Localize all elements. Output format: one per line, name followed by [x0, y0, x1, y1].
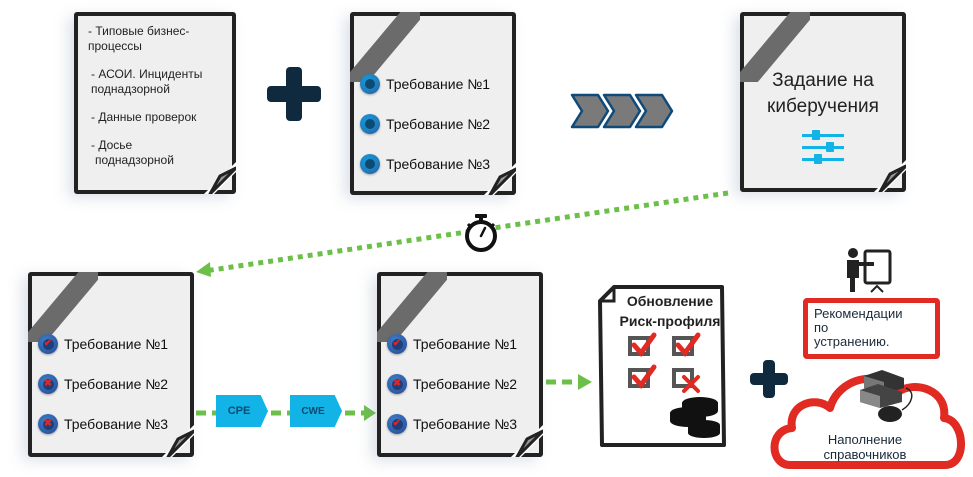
requirement-item: Требование №2 [360, 114, 490, 134]
cwe-stage: CWE [290, 395, 342, 427]
requirement-label: Требование №3 [386, 156, 491, 172]
check-box-icon [628, 332, 657, 358]
references-line: справочников [823, 447, 907, 462]
bullet-icon [360, 154, 380, 174]
recommendations-box: Рекомендации по устранению. [803, 298, 940, 359]
source-item-incidents: - АСОИ. Инциденты поднадзорной [88, 67, 202, 97]
assessment-document: ✔ Требование №1 ✖ Требование №2 ✖ Требовани… [28, 272, 194, 457]
check-icon: ✔ [387, 334, 407, 354]
coins-icon [670, 397, 720, 438]
document-band [28, 272, 98, 342]
result-document: ✔ Требование №1 ✖ Требование №2 ✔ Требовани… [377, 272, 543, 457]
task-title: Задание на киберучения [744, 68, 902, 120]
source-item-line: - Типовые бизнес- [88, 24, 190, 38]
source-item-line: процессы [88, 39, 142, 53]
task-title-line: Задание на [772, 70, 874, 91]
source-data-document: - Типовые бизнес- процессы - АСОИ. Инцид… [74, 12, 236, 194]
sliders-icon [802, 130, 844, 164]
source-item-inspections: - Данные проверок [88, 110, 202, 125]
feedback-arrow-head [196, 262, 211, 277]
cpe-stage: CPE [216, 395, 268, 427]
books-mouse-icon [860, 370, 913, 422]
cpe-label: CPE [227, 405, 251, 417]
presenter-icon [847, 248, 892, 293]
references-label: Наполнение справочников [800, 432, 930, 462]
stopwatch-icon [465, 214, 497, 252]
requirement-label: Требование №2 [413, 376, 518, 392]
check-box-icon [628, 364, 657, 390]
cross-icon: ✖ [38, 414, 58, 434]
source-item-line: - АСОИ. Инциденты [91, 67, 203, 81]
flow-arrow-head-1 [364, 405, 376, 421]
bullet-icon [360, 74, 380, 94]
task-title-line: киберучения [767, 96, 879, 117]
requirement-item: Требование №3 [360, 154, 490, 174]
requirement-label: Требование №3 [413, 416, 518, 432]
page-curl-icon [511, 425, 543, 457]
cross-icon: ✖ [38, 374, 58, 394]
page-curl-icon [162, 425, 194, 457]
check-box-icon [672, 332, 701, 358]
flow-arrow-head-2 [578, 374, 592, 390]
source-data-list: - Типовые бизнес- процессы - АСОИ. Инцид… [88, 24, 202, 181]
requirement-item: ✖ Требование №3 [38, 414, 168, 434]
source-item-line: поднадзорной [91, 82, 170, 96]
plus-icon [750, 360, 788, 398]
bullet-icon [360, 114, 380, 134]
source-item-line: - Данные проверок [91, 110, 197, 124]
source-item-line: поднадзорной [95, 153, 174, 167]
requirement-label: Требование №1 [386, 76, 491, 92]
risk-title-line: Обновление [626, 293, 714, 309]
cwe-label: CWE [301, 405, 325, 417]
cross-icon: ✖ [387, 374, 407, 394]
requirement-item: Требование №1 [360, 74, 490, 94]
check-icon: ✔ [387, 414, 407, 434]
risk-title-line: Риск-профиля [619, 313, 721, 329]
check-icon: ✔ [38, 334, 58, 354]
assessment-list: ✔ Требование №1 ✖ Требование №2 ✖ Требовани… [38, 334, 168, 454]
feedback-arrow-line [204, 190, 729, 274]
risk-profile-document: Обновление Риск-профиля [596, 283, 728, 451]
references-line: Наполнение [827, 432, 903, 447]
requirement-item: ✔ Требование №1 [38, 334, 168, 354]
page-curl-icon [874, 160, 906, 192]
recommendations-line: устранению. [814, 334, 890, 349]
requirements-document: Требование №1 Требование №2 Требование №… [350, 12, 516, 195]
cross-box-icon [672, 368, 700, 393]
process-chevrons-icon [570, 93, 674, 129]
requirement-item: ✔ Требование №3 [387, 414, 517, 434]
plus-icon [267, 67, 321, 121]
source-item-dossier: - Досье поднадзорной [88, 138, 202, 168]
requirement-label: Требование №3 [64, 416, 169, 432]
document-band [377, 272, 447, 342]
requirement-label: Требование №1 [64, 336, 169, 352]
risk-doc-outline [598, 285, 726, 447]
source-item-business-processes: - Типовые бизнес- процессы [88, 24, 202, 54]
requirement-label: Требование №2 [386, 116, 491, 132]
requirement-item: ✖ Требование №2 [38, 374, 168, 394]
source-item-line: - Досье [91, 138, 133, 152]
requirement-item: ✖ Требование №2 [387, 374, 517, 394]
requirement-item: ✔ Требование №1 [387, 334, 517, 354]
recommendations-line: Рекомендации [814, 306, 903, 321]
recommendations-line: по [814, 320, 829, 335]
page-curl-icon [484, 163, 516, 195]
page-curl-icon [204, 162, 236, 194]
document-band [350, 12, 420, 82]
requirement-label: Требование №2 [64, 376, 169, 392]
requirements-list: Требование №1 Требование №2 Требование №… [360, 74, 490, 194]
result-list: ✔ Требование №1 ✖ Требование №2 ✔ Требовани… [387, 334, 517, 454]
risk-profile-title: Обновление Риск-профиля [618, 291, 722, 331]
cyber-exercise-task-document: Задание на киберучения [740, 12, 906, 192]
requirement-label: Требование №1 [413, 336, 518, 352]
